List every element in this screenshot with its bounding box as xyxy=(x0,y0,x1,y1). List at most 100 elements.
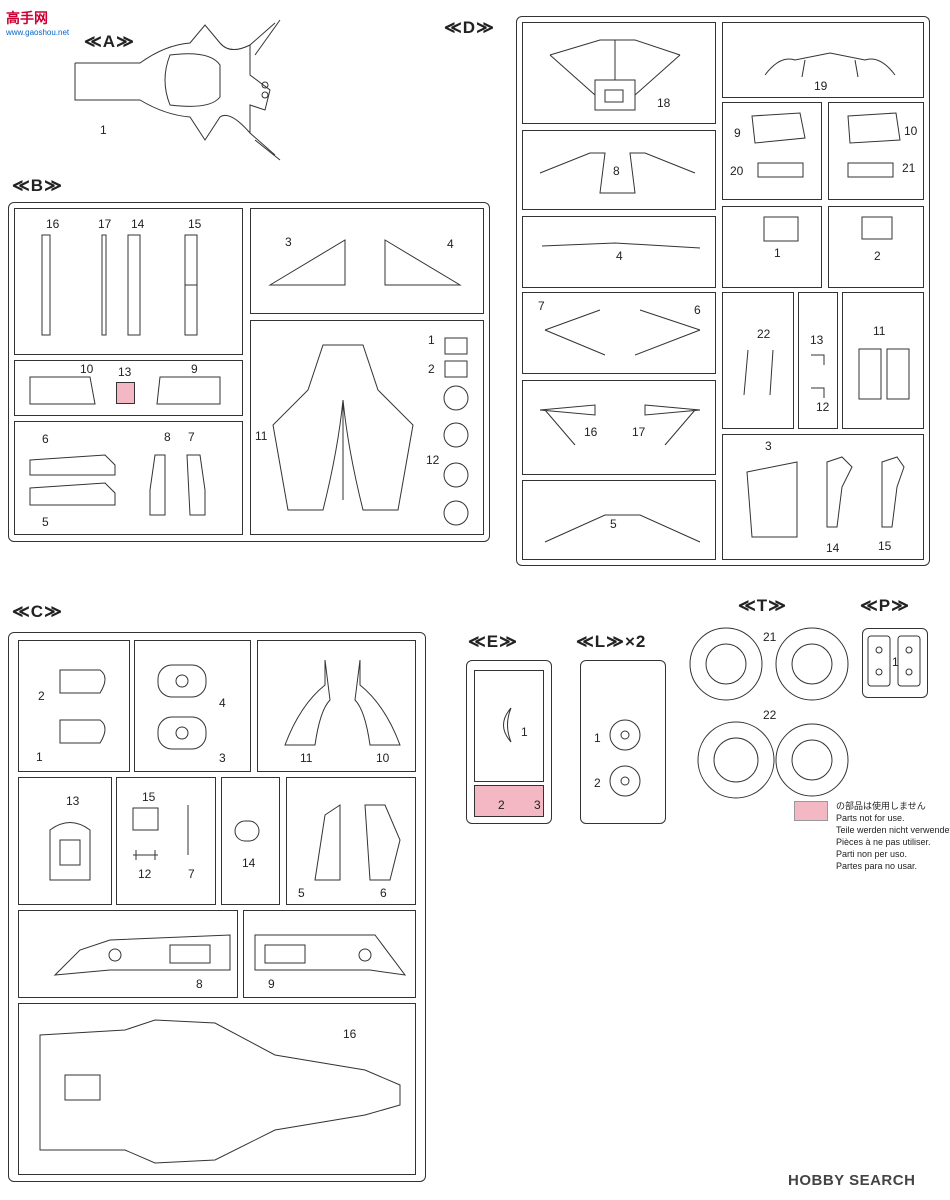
c-panel-14 xyxy=(221,777,280,905)
c-part-14: 14 xyxy=(242,856,256,870)
t-part-22: 22 xyxy=(763,708,777,722)
d-panel-10-21 xyxy=(828,102,924,200)
d-lower-arms xyxy=(539,404,701,446)
c-panel-4-3 xyxy=(134,640,251,772)
t-tires xyxy=(689,627,849,799)
c-part-9: 9 xyxy=(268,977,275,991)
c-part-6: 6 xyxy=(380,886,387,900)
b-part-17: 17 xyxy=(98,217,112,231)
c-part-8: 8 xyxy=(196,977,203,991)
c-mirror-parts xyxy=(59,669,106,744)
c-part-11: 11 xyxy=(300,751,313,765)
c-part-4: 4 xyxy=(219,696,226,710)
b-part-5: 5 xyxy=(42,515,49,529)
legend-line-es: Partes para no usar. xyxy=(836,861,918,871)
sprue-a-part-1: 1 xyxy=(100,123,107,137)
d-panel-7-6 xyxy=(522,292,716,374)
c-part-16: 16 xyxy=(343,1027,357,1041)
d-part-10: 10 xyxy=(904,124,918,138)
d-part-20: 20 xyxy=(730,164,744,178)
l-part-1: 1 xyxy=(594,731,601,745)
d-seat-and-side-parts xyxy=(746,456,905,538)
d-panel-9-20 xyxy=(722,102,822,200)
d-radiator-parts xyxy=(763,216,893,242)
d-panel-22 xyxy=(722,292,794,429)
b-part-14: 14 xyxy=(131,217,145,231)
c-disc-parts xyxy=(157,664,207,750)
d-part-2: 2 xyxy=(874,249,881,263)
sprue-c-title: ≪C≫ xyxy=(12,602,63,621)
hobby-search-logo: HOBBY SEARCH xyxy=(788,1172,915,1189)
b-part-15: 15 xyxy=(188,217,202,231)
l-part-2: 2 xyxy=(594,776,601,790)
b-part-7: 7 xyxy=(188,430,195,444)
p-part-1: 1 xyxy=(892,655,899,669)
legend-color-swatch xyxy=(794,801,828,821)
sprue-b-panel-undertray xyxy=(250,320,484,535)
b-undertray-part xyxy=(272,344,414,511)
sprue-l-frame xyxy=(580,660,666,824)
c-part-15: 15 xyxy=(142,790,156,804)
d-link-rod xyxy=(541,242,701,249)
d-part-1: 1 xyxy=(774,246,781,260)
p-brake-plates xyxy=(867,635,921,687)
c-part-3: 3 xyxy=(219,751,226,765)
d-part-13: 13 xyxy=(810,333,824,347)
b-part-9: 9 xyxy=(191,362,198,376)
c-floor-pan-part xyxy=(39,1019,401,1164)
d-windscreens xyxy=(751,112,901,178)
c-panel-16 xyxy=(18,1003,416,1175)
d-part-18: 18 xyxy=(657,96,671,110)
d-shocks xyxy=(743,349,774,396)
b-flap-parts xyxy=(29,376,221,405)
legend-line-ja: の部品は使用しません xyxy=(836,801,926,811)
c-panel-2-1 xyxy=(18,640,130,772)
sprue-a-title: ≪A≫ xyxy=(84,32,135,51)
d-panel-11 xyxy=(842,292,924,429)
b-part-12: 12 xyxy=(426,453,440,467)
d-part-11: 11 xyxy=(873,324,886,338)
c-cover-part xyxy=(49,822,91,881)
d-panel-8 xyxy=(522,130,716,210)
b-part-4: 4 xyxy=(447,237,454,251)
sprue-l-title: ≪L≫×2 xyxy=(576,632,647,651)
c-panel-15-12-7 xyxy=(116,777,216,905)
legend-line-en: Parts not for use. xyxy=(836,813,905,823)
c-duct-parts xyxy=(314,804,401,881)
d-part-14: 14 xyxy=(826,541,840,555)
b-bracket-parts xyxy=(29,454,206,516)
e-part-3: 3 xyxy=(534,798,541,812)
d-panel-18 xyxy=(522,22,716,124)
d-panel-2 xyxy=(828,206,924,288)
c-part-2: 2 xyxy=(38,689,45,703)
d-panel-1 xyxy=(722,206,822,288)
d-panel-16-17 xyxy=(522,380,716,475)
c-gauge-part xyxy=(234,820,260,842)
c-small-parts xyxy=(132,805,189,860)
b-wheel-parts xyxy=(443,337,469,526)
chassis-tub-part xyxy=(74,19,281,161)
sprue-b-title: ≪B≫ xyxy=(12,176,63,195)
t-part-21: 21 xyxy=(763,630,777,644)
d-part-6: 6 xyxy=(694,303,701,317)
d-part-9: 9 xyxy=(734,126,741,140)
hobby-search-text: HOBBY SEARCH xyxy=(788,1172,916,1189)
c-panel-11-10 xyxy=(257,640,416,772)
b-wing-plates xyxy=(268,239,462,286)
legend-text: の部品は使用しません Parts not for use. Teile werd… xyxy=(836,800,950,872)
d-roll-hoop xyxy=(544,514,701,543)
c-part-10: 10 xyxy=(376,751,390,765)
b-part-8: 8 xyxy=(164,430,171,444)
c-gearbox-right-part xyxy=(254,934,407,976)
legend-line-de: Teile werden nicht verwendet. xyxy=(836,825,950,835)
d-panel-3-14-15 xyxy=(722,434,924,560)
b-part-1: 1 xyxy=(428,333,435,347)
c-part-5: 5 xyxy=(298,886,305,900)
sprue-b-panel-brackets xyxy=(14,421,243,535)
e-panel-inner xyxy=(474,670,544,782)
d-part-15: 15 xyxy=(878,539,892,553)
d-upper-wishbone-part xyxy=(549,39,681,111)
sprue-e-title: ≪E≫ xyxy=(468,632,518,651)
c-part-7: 7 xyxy=(188,867,195,881)
d-trapezoid-part xyxy=(539,152,696,194)
